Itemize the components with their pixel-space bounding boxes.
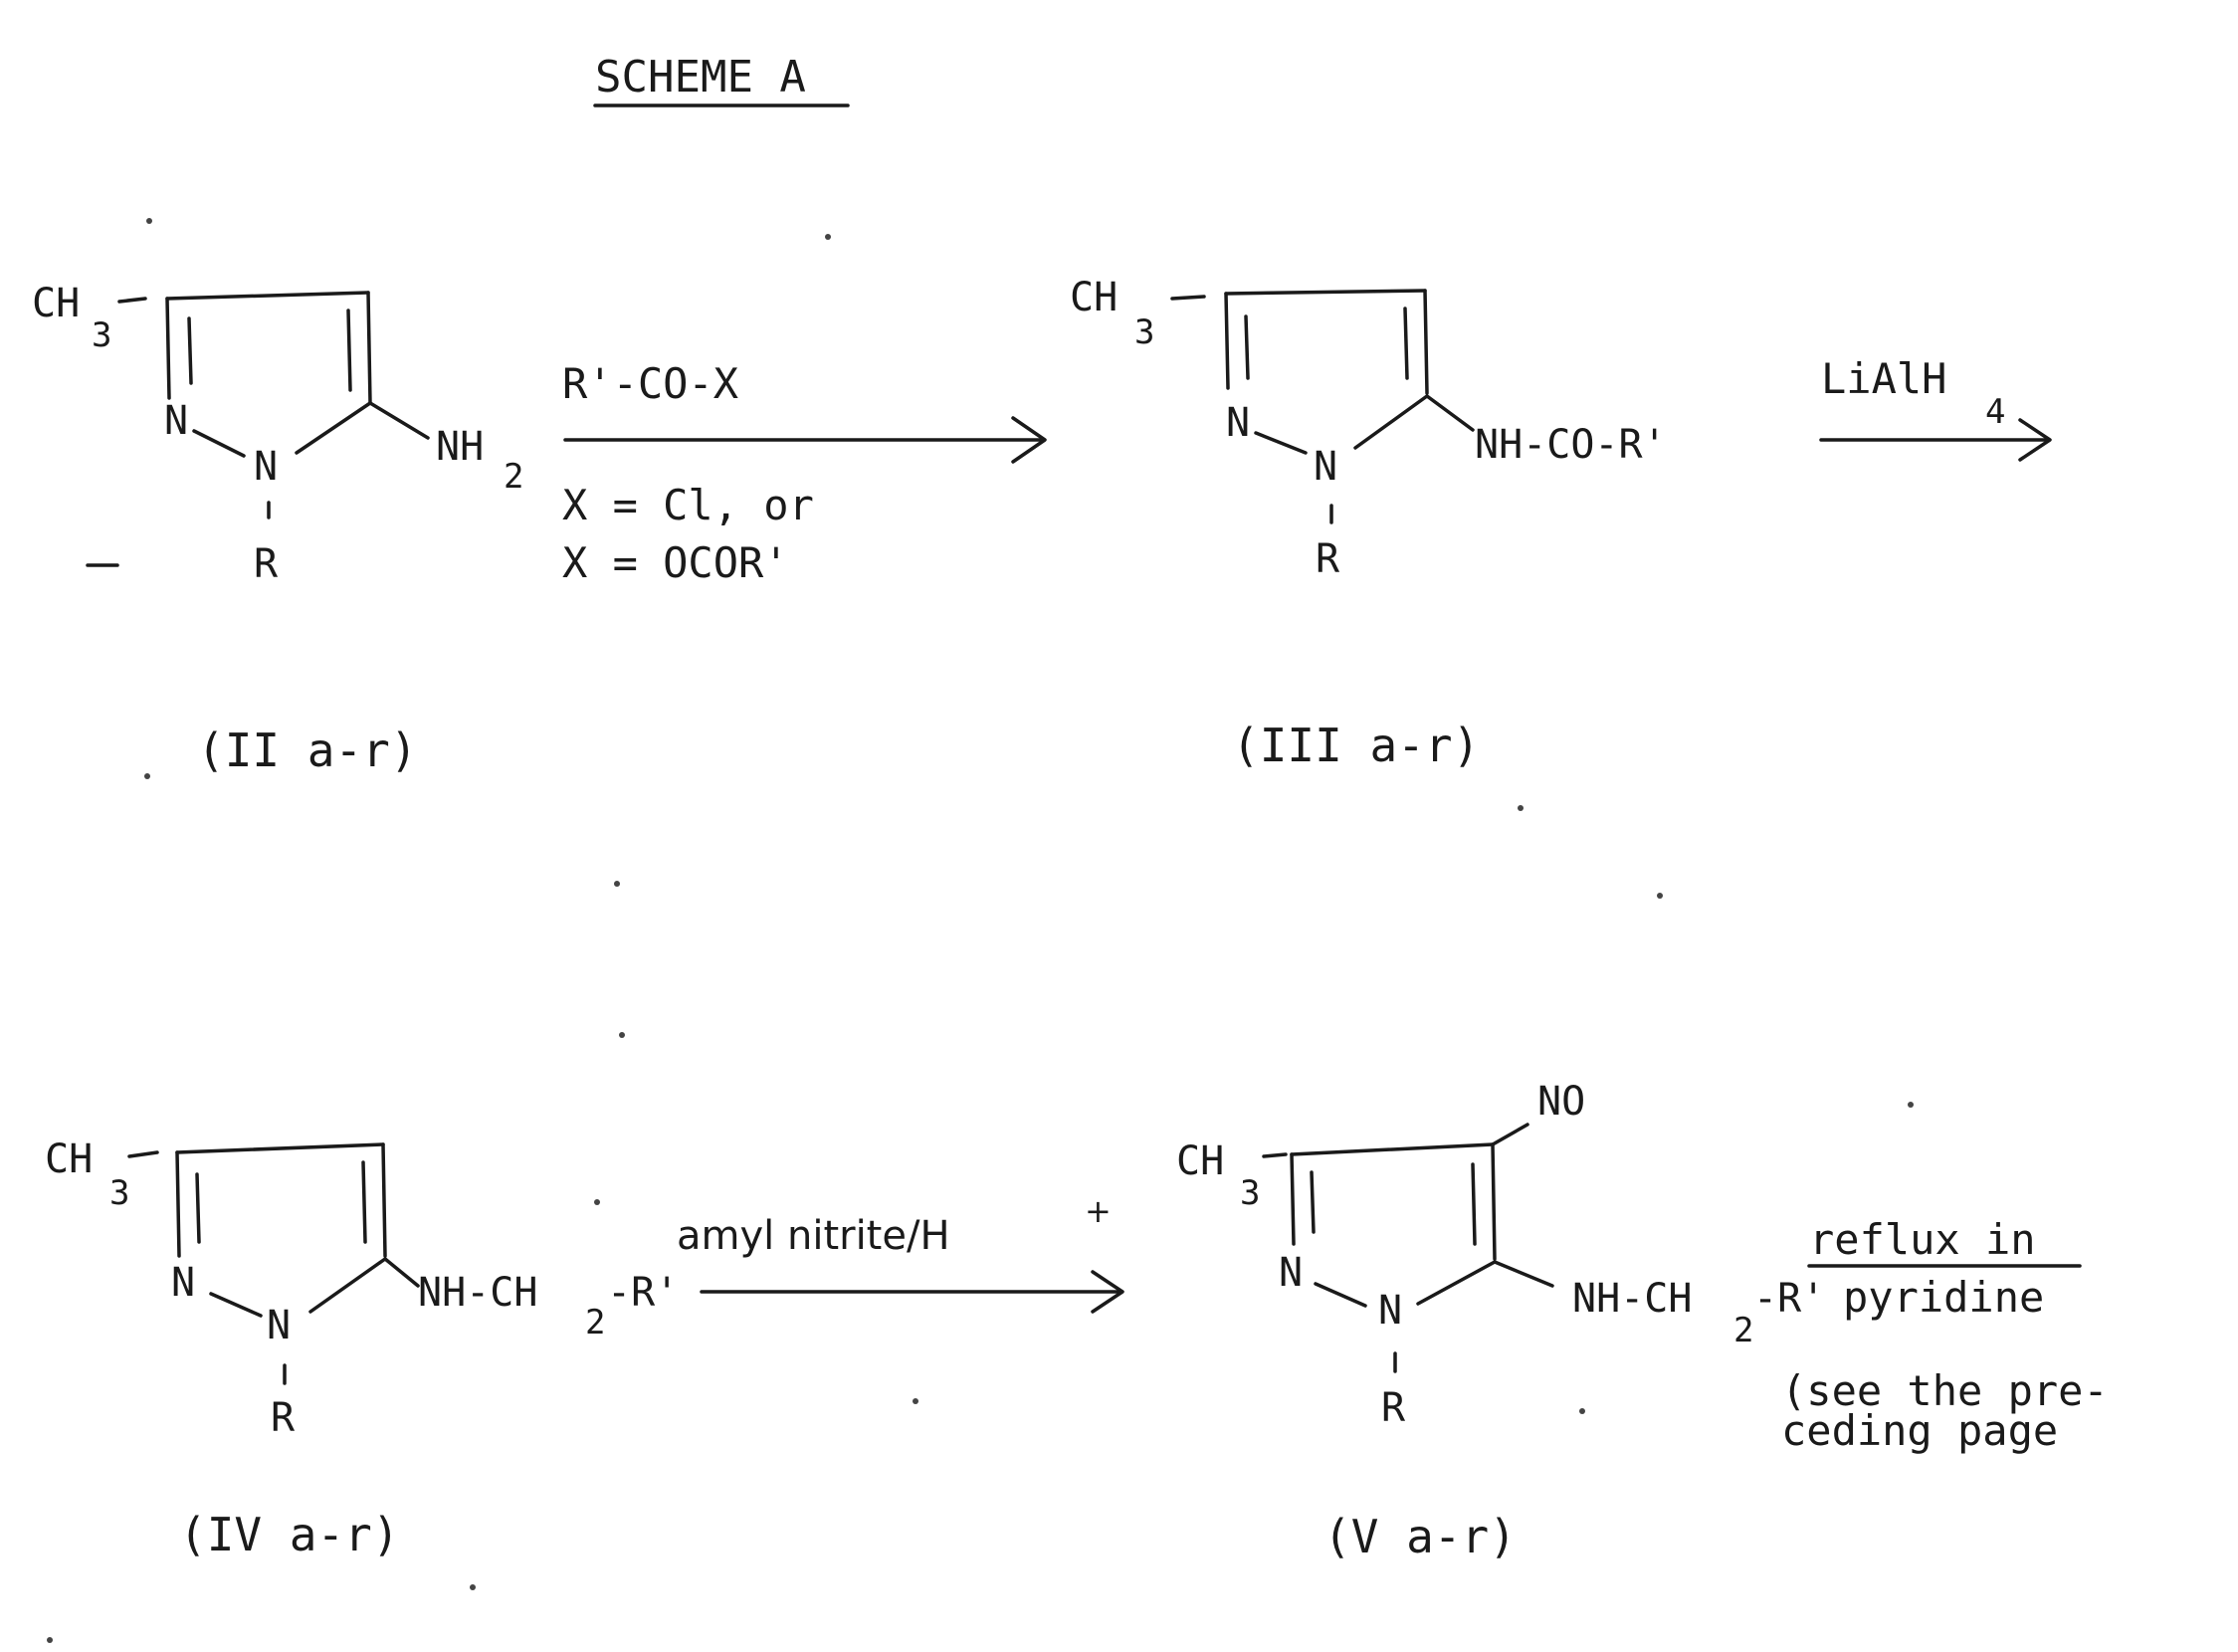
step2-reagent: LiAlH [1821,354,1946,403]
ii-n1: N [164,398,188,444]
step1-arrow: R'-CO-X X = Cl, or X = OCOR' [562,359,1045,587]
ii-ring-nc [297,403,370,453]
iii-label: (III a-r) [1232,719,1480,772]
v-ring-left-double [1312,1172,1314,1232]
v-r: R [1381,1385,1406,1431]
v-ring-nc [1418,1262,1495,1304]
v-n2: N [1378,1288,1402,1334]
iv-ring-nc [310,1259,385,1312]
ii-ring-nn [194,431,244,456]
iv-ch3-sub: 3 [109,1173,129,1213]
iii-ring-nn [1256,433,1306,453]
iii-ch3-sub: 3 [1134,312,1154,352]
step3-reagent-sup: + [1085,1192,1112,1230]
v-ring-nn [1316,1284,1365,1306]
iv-ch3-bond [129,1152,157,1156]
step4-line2: pyridine [1843,1273,2044,1322]
step4-conditions: reflux in pyridine (see the pre- ceding … [1781,1215,2109,1455]
v-no-bond [1493,1125,1527,1144]
iii-ring-top [1226,291,1425,294]
iv-n2: N [267,1303,291,1348]
v-ch3-sub: 3 [1240,1173,1260,1213]
v-ch3: CH [1176,1138,1224,1184]
ii-ch3-sub: 3 [92,315,111,355]
step1-condition2: X = OCOR' [562,538,789,587]
step4-note2: ceding page [1781,1406,2058,1455]
iv-r: R [271,1395,296,1441]
iii-ch3-bond [1172,297,1204,299]
ii-ring-left-double [189,318,191,383]
iii-ring-left [1226,294,1228,388]
iv-sub-sub: 2 [585,1303,605,1342]
iv-label: (IV a-r) [179,1508,400,1561]
ii-n2: N [254,444,278,490]
iv-ch3: CH [45,1136,93,1182]
iv-ring-top [177,1144,383,1152]
iii-substituent: NH-CO-R' [1475,422,1667,468]
step1-reagent: R'-CO-X [562,359,738,408]
v-ch3-bond [1264,1154,1286,1156]
iii-sub-bond [1427,396,1473,430]
v-label: (V a-r) [1323,1510,1517,1563]
compound-III: CH 3 N N R NH-CO-R' [1070,275,1667,582]
step1-condition1: X = Cl, or [562,481,814,529]
iv-ring-left [177,1152,179,1256]
v-sub-b: -R' [1753,1276,1825,1322]
step4-line1: reflux in [1809,1215,2036,1264]
ii-label: (II a-r) [197,723,418,777]
v-sub-a: NH-CH [1572,1276,1692,1322]
v-no: NO [1537,1079,1585,1125]
ii-r: R [254,541,279,587]
scheme-title: SCHEME A [595,52,806,103]
iii-ring-right-double [1405,309,1407,378]
ii-ch3-bond [119,299,145,302]
iv-sub-bond [385,1259,418,1286]
iv-ring-right [383,1144,385,1256]
v-ring-top [1292,1144,1493,1154]
v-sub-sub: 2 [1733,1311,1753,1350]
ii-ring-left [167,299,169,398]
compound-IV: CH 3 N N R NH-CH 2 -R' [45,1136,679,1441]
iv-ring-left-double [197,1174,199,1242]
ii-ch3: CH [32,281,80,326]
iii-n2: N [1314,444,1337,490]
iv-sub-a: NH-CH [418,1270,537,1316]
compound-V: CH 3 N N R NO NH-CH 2 -R' [1176,1079,1825,1431]
step2-arrow: LiAlH 4 [1821,354,2050,460]
compound-II: CH 3 N N R NH 2 [32,281,523,587]
step3-reagent: amyl nitrite/H [677,1213,950,1259]
ii-ring-right-double [348,310,350,390]
iii-ring-right [1425,291,1427,393]
step2-reagent-sub: 4 [1985,392,2005,432]
ii-ring-top [167,293,368,299]
iv-ring-nn [211,1294,261,1316]
iii-r: R [1316,536,1340,582]
iv-ring-right-double [363,1162,365,1242]
ii-ring-right [368,293,370,403]
v-ring-right-double [1473,1164,1475,1244]
iii-ch3: CH [1070,275,1118,320]
v-ring-right [1493,1144,1495,1259]
iii-ring-nc [1355,396,1427,448]
ii-nh2-sub: 2 [504,457,523,497]
iii-ring-left-double [1246,316,1248,378]
step3-arrow: amyl nitrite/H + [677,1192,1122,1312]
ii-nh2-bond [370,403,428,438]
v-sub-bond [1495,1262,1552,1286]
iii-n1: N [1226,400,1250,446]
iv-n1: N [171,1260,195,1306]
ii-nh2: NH [436,424,484,470]
v-ring-left [1292,1154,1294,1244]
v-n1: N [1279,1250,1303,1296]
iv-sub-b: -R' [607,1270,679,1316]
